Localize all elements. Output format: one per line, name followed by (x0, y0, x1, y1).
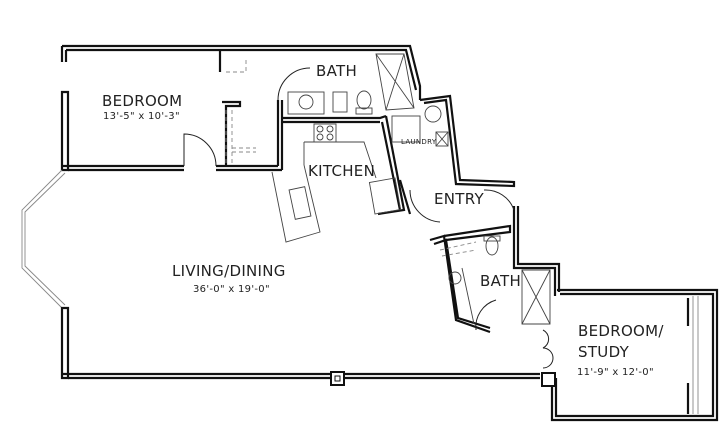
refrigerator-icon (368, 177, 402, 215)
room-label-entry: ENTRY (434, 190, 484, 208)
room-label-study: STUDY (578, 343, 630, 361)
vanity (287, 91, 325, 115)
room-label-laundry: LAUNDRY (401, 138, 437, 146)
closet-2 (439, 241, 477, 257)
room-label-bedroom: BEDROOM (102, 92, 183, 110)
column (330, 371, 345, 386)
exterior-walls (21, 44, 719, 422)
toilet-2-icon (485, 236, 499, 256)
kitchen-island (271, 164, 321, 243)
shower-icon (375, 53, 415, 111)
room-label-bath: BATH (316, 62, 358, 80)
dryer-icon (424, 105, 442, 123)
closet (225, 110, 256, 164)
room-label-bath-2: BATH (480, 272, 522, 290)
room-dims-bedroom: 13'-5" x 10'-3" (103, 111, 180, 122)
fixtures (225, 53, 551, 325)
kitchen-sink-icon (288, 186, 312, 220)
toilet-icon (356, 90, 372, 110)
sink-icon (298, 94, 314, 110)
sink-2-icon (448, 271, 462, 285)
doors (183, 67, 554, 369)
shower-2-icon (521, 269, 551, 325)
room-dims-living-dining: 36'-0" x 19'-0" (193, 284, 270, 295)
cooktop-icon (313, 123, 337, 143)
room-label-bedroom-study: BEDROOM/ (578, 322, 664, 340)
room-label-living-dining: LIVING/DINING (172, 262, 286, 280)
washer-icon (391, 115, 421, 143)
room-label-kitchen: KITCHEN (308, 162, 376, 180)
room-dims-bedroom-study: 11'-9" x 12'-0" (577, 367, 654, 378)
